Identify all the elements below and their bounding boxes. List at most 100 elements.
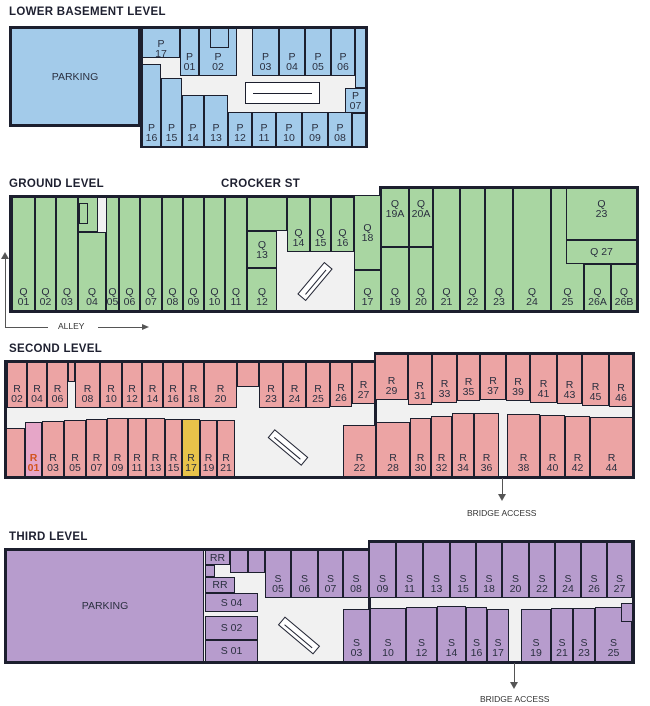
unit-second[interactable]: R 32 [431,416,452,477]
unit-ground[interactable]: Q 07 [140,197,162,311]
unit-second[interactable]: R 04 [27,362,47,408]
unit-second[interactable]: R 11 [128,418,146,477]
unit-ground[interactable]: Q 08 [162,197,183,311]
unit-third[interactable]: S 01 [205,640,258,662]
unit-ground[interactable]: Q 16 [331,197,354,252]
unit-second[interactable]: R 39 [506,354,530,401]
unit-second[interactable]: R 09 [107,418,128,477]
unit-unlabeled[interactable] [248,550,265,573]
unit-unlabeled[interactable] [247,197,287,231]
unit-third[interactable]: S 10 [370,608,406,662]
unit-second[interactable]: R 20 [204,362,237,408]
unit-ground[interactable]: Q 12 [247,268,277,311]
unit-ground[interactable]: Q 10 [204,197,225,311]
unit-second[interactable]: R 16 [163,362,183,408]
unit-second[interactable]: R 07 [86,419,107,477]
unit-ground[interactable]: Q 21 [433,188,460,311]
unit-third[interactable]: S 13 [423,542,450,598]
unit-ground[interactable]: Q 03 [56,197,78,311]
unit-second[interactable]: R 37 [480,354,506,400]
unit-unlabeled[interactable] [210,28,229,48]
unit-second[interactable]: R 23 [259,362,283,408]
unit-second[interactable]: R 03 [42,421,64,477]
unit-ground[interactable]: Q 24 [513,188,551,311]
unit-second[interactable]: R 31 [408,354,432,405]
unit-second[interactable]: R 12 [122,362,142,408]
unit-unlabeled[interactable] [68,362,75,382]
unit-ground[interactable]: Q 05 [106,197,119,311]
unit-ground[interactable]: Q 09 [183,197,204,311]
unit-ground[interactable]: Q 23 [566,188,637,240]
unit-ground[interactable]: Q 20A [409,188,433,247]
unit-basement[interactable]: P 15 [161,78,182,147]
unit-basement[interactable]: P 08 [328,112,352,147]
unit-second[interactable]: R 27 [352,362,375,404]
unit-third[interactable]: S 08 [343,550,369,598]
unit-ground[interactable]: Q 23 [485,188,513,311]
unit-third[interactable]: S 05 [265,550,291,598]
unit-second[interactable]: R 19 [200,420,217,477]
unit-basement[interactable]: P 13 [204,95,228,147]
unit-third[interactable]: S 06 [291,550,318,598]
unit-third[interactable]: S 21 [551,608,573,662]
unit-third[interactable]: S 23 [573,608,595,662]
unit-basement[interactable]: P 09 [302,112,328,147]
unit-ground[interactable]: Q 20 [409,247,433,311]
unit-second[interactable]: R 24 [283,362,306,408]
unit-second[interactable]: R 45 [582,354,609,406]
unit-basement[interactable]: P 17 [142,28,180,59]
unit-ground[interactable]: Q 14 [287,197,310,252]
unit-second[interactable]: R 08 [75,362,100,408]
unit-second[interactable]: R 15 [165,419,182,477]
unit-third[interactable]: S 03 [343,609,370,662]
unit-third[interactable]: S 16 [466,607,487,662]
unit-unlabeled[interactable] [205,565,215,577]
unit-third[interactable]: S 04 [205,593,258,612]
unit-second[interactable]: R 13 [146,418,165,477]
unit-unlabeled[interactable] [352,113,366,147]
unit-third[interactable]: S 18 [476,542,502,598]
unit-second[interactable]: R 14 [142,362,163,408]
unit-second[interactable]: R 22 [343,425,376,477]
unit-second[interactable]: R 05 [64,420,86,477]
unit-third[interactable]: RR [205,577,235,593]
unit-ground[interactable]: Q 11 [225,197,247,311]
unit-second[interactable]: R 42 [565,416,590,477]
unit-ground[interactable]: Q 15 [310,197,331,252]
unit-unlabeled[interactable] [237,362,259,387]
unit-second[interactable]: R 26 [330,362,352,407]
unit-third[interactable]: S 11 [396,542,423,598]
unit-ground[interactable]: Q 17 [354,270,381,311]
unit-second[interactable]: R 33 [432,354,457,403]
unit-third[interactable]: S 27 [607,542,632,598]
unit-second[interactable]: R 36 [474,413,499,477]
unit-second[interactable]: R 25 [306,362,330,408]
unit-second[interactable]: R 10 [100,362,122,408]
unit-ground[interactable]: Q 13 [247,231,277,268]
unit-third[interactable]: S 15 [450,542,476,598]
unit-basement[interactable]: P 01 [180,28,199,76]
unit-ground[interactable]: Q 02 [35,197,56,311]
unit-third[interactable]: S 19 [521,609,551,662]
unit-second[interactable]: R 02 [7,362,27,408]
unit-third[interactable]: RR [205,550,230,565]
unit-basement[interactable]: P 05 [305,28,331,76]
unit-third[interactable]: S 24 [555,542,581,598]
unit-third[interactable]: S 12 [406,607,437,662]
unit-third[interactable]: S 26 [581,542,607,598]
unit-basement[interactable]: P 07 [345,88,366,113]
unit-ground[interactable]: Q 04 [78,232,106,311]
unit-ground[interactable]: Q 19 [381,247,409,311]
unit-ground[interactable]: Q 18 [354,195,381,270]
unit-basement[interactable]: P 14 [182,95,204,147]
unit-ground[interactable]: Q 27 [566,240,637,264]
unit-second[interactable]: R 29 [375,354,408,400]
unit-basement[interactable]: P 16 [142,64,161,147]
unit-second[interactable]: R 46 [609,354,633,407]
unit-third[interactable]: S 07 [318,550,343,598]
unit-unlabeled[interactable] [230,550,248,573]
unit-second[interactable]: R 28 [376,422,410,477]
unit-unlabeled[interactable] [6,428,25,477]
unit-basement[interactable]: P 10 [276,112,302,147]
unit-second[interactable]: R 41 [530,354,557,403]
